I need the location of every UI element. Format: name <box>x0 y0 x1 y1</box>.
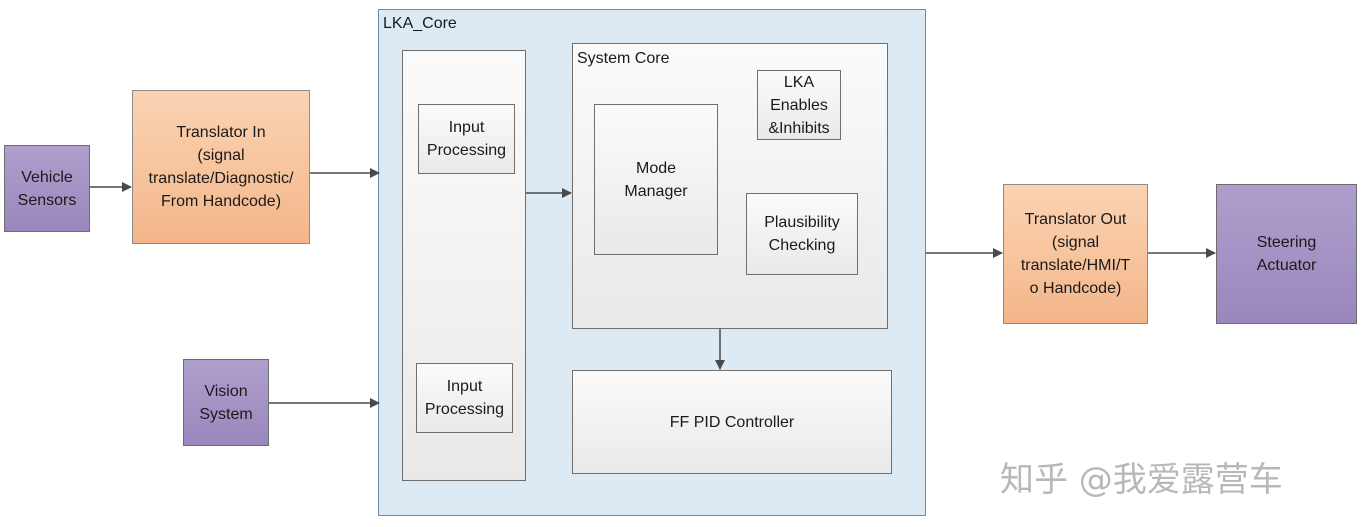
vehicle-sensors-box: Vehicle Sensors <box>4 145 90 232</box>
plausibility-checking-box: Plausibility Checking <box>746 193 858 275</box>
translator-in-box: Translator In (signal translate/Diagnost… <box>132 90 310 244</box>
ff-pid-controller-box: FF PID Controller <box>572 370 892 474</box>
watermark-text: 知乎 @我爱露营车 <box>1000 460 1283 500</box>
lka-enables-inhibits-box: LKA Enables &Inhibits <box>757 70 841 140</box>
system-core-title: System Core <box>577 50 670 67</box>
input-processing-box-1: Input Processing <box>418 104 515 174</box>
mode-manager-box: Mode Manager <box>594 104 718 255</box>
translator-out-box: Translator Out (signal translate/HMI/T o… <box>1003 184 1148 324</box>
input-processing-box-2: Input Processing <box>416 363 513 433</box>
steering-actuator-box: Steering Actuator <box>1216 184 1357 324</box>
vision-system-box: Vision System <box>183 359 269 446</box>
lka-core-title: LKA_Core <box>383 15 457 32</box>
